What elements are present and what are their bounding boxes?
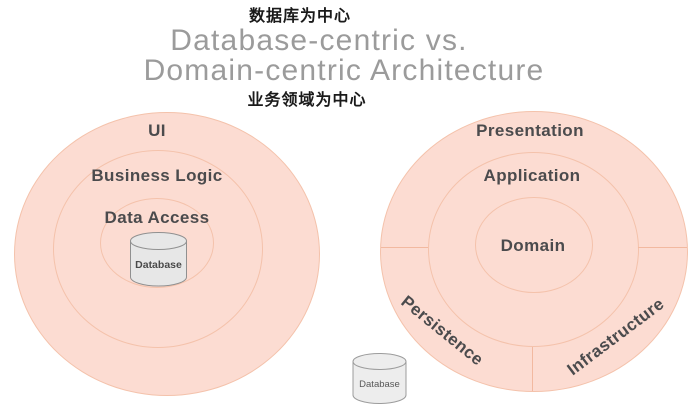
ring-label-application: Application — [483, 166, 581, 185]
database-cylinder-label: Database — [135, 259, 182, 271]
ring-label-business-logic: Business Logic — [91, 166, 223, 185]
ring-label-ui: UI — [148, 121, 166, 140]
label-zh-domain-centric: 业务领域为中心 — [247, 92, 367, 109]
label-zh-database-centric: 数据库为中心 — [248, 8, 352, 25]
external-database-cylinder-label: Database — [359, 379, 400, 390]
external-database-cylinder-icon: Database — [352, 353, 407, 404]
segment-divider-left — [381, 247, 428, 248]
database-cylinder-icon: Database — [130, 232, 187, 287]
ring-label-domain: Domain — [500, 236, 566, 255]
ring-label-presentation: Presentation — [476, 121, 584, 140]
page-title-line1: Database-centric vs. — [170, 24, 468, 57]
page-title-line2: Domain-centric Architecture — [143, 54, 545, 87]
ring-label-data-access: Data Access — [104, 208, 210, 227]
segment-divider-right — [638, 247, 687, 248]
segment-divider-bottom — [532, 347, 533, 391]
right-inner-ring — [475, 197, 593, 293]
